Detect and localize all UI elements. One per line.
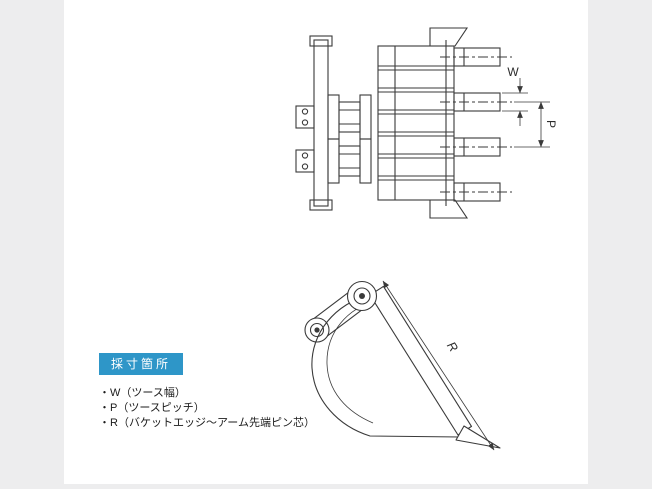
dimension-p	[514, 101, 550, 148]
legend-items: ・W（ツース幅） ・P（ツースピッチ） ・R（バケットエッジ～アーム先端ピン芯）	[99, 386, 315, 431]
legend-item-w: ・W（ツース幅）	[99, 387, 186, 399]
dimension-r-label: R	[444, 339, 461, 354]
measurement-badge: 採寸箇所	[99, 353, 184, 375]
mount-bracket	[309, 35, 333, 211]
side-cutters	[429, 27, 469, 219]
bucket-opening-edge	[369, 285, 473, 436]
side-view-bucket	[304, 280, 501, 449]
dimension-w-label: W	[507, 65, 519, 79]
link-pin	[304, 317, 330, 343]
dimension-w	[502, 78, 528, 126]
hinge-assembly-top	[295, 94, 372, 140]
bucket-cutting-edge	[455, 425, 501, 449]
content-panel: W P	[64, 0, 588, 484]
arm-pin-boss	[346, 280, 378, 312]
bucket-body	[377, 40, 455, 206]
bucket-teeth	[440, 47, 512, 202]
dimension-p-label: P	[544, 120, 558, 128]
bucket-measurement-diagram: W P	[295, 27, 558, 451]
legend: 採寸箇所 ・W（ツース幅） ・P（ツースピッチ） ・R（バケットエッジ～アーム先…	[99, 353, 315, 431]
bucket-shell	[311, 294, 461, 438]
hinge-assembly-bottom	[295, 138, 372, 184]
legend-item-r: ・R（バケットエッジ～アーム先端ピン芯）	[99, 417, 315, 429]
legend-item-p: ・P（ツースピッチ）	[99, 402, 205, 414]
dimension-r	[382, 280, 495, 451]
top-view-bucket	[295, 27, 512, 219]
